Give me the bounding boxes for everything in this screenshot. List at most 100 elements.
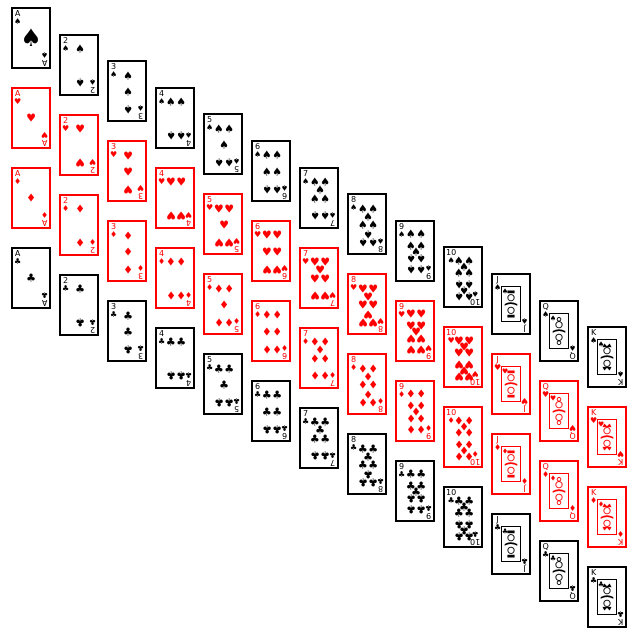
card-rank-label: A xyxy=(14,89,21,98)
card-2-of-diamonds[interactable]: 2♦2♦♦♦ xyxy=(59,193,99,256)
card-3-of-spades[interactable]: 3♠3♠♠♠♠ xyxy=(107,60,147,123)
spades-suit-icon: ♠ xyxy=(616,369,624,379)
spades-pip-icon: ♠ xyxy=(464,254,475,268)
card-j-of-hearts[interactable]: J♥J♥♥ xyxy=(491,353,531,415)
hearts-pip-icon: ♥ xyxy=(224,202,235,216)
card-j-of-spades[interactable]: J♠J♠♠ xyxy=(491,273,531,335)
card-corner-index: 3♥ xyxy=(137,183,144,200)
clubs-suit-icon: ♣ xyxy=(40,290,48,299)
diamonds-pip-icon: ♦ xyxy=(75,235,85,249)
card-q-of-hearts[interactable]: Q♥Q♥♥ xyxy=(539,379,579,442)
clubs-suit-icon: ♣ xyxy=(302,416,310,426)
diamonds-pip-icon: ♦ xyxy=(320,335,331,349)
card-6-of-spades[interactable]: 6♠6♠♠♠♠♠♠♠ xyxy=(251,140,291,202)
card-5-of-diamonds[interactable]: 5♦5♦♦♦♦♦♦ xyxy=(203,273,243,336)
card-8-of-clubs[interactable]: 8♣8♣♣♣♣♣♣♣♣♣ xyxy=(347,433,387,496)
diamonds-pip-icon: ♦ xyxy=(363,370,373,384)
card-3-of-clubs[interactable]: 3♣3♣♣♣♣ xyxy=(107,300,147,363)
diamonds-suit-icon: ♦ xyxy=(520,476,528,485)
card-5-of-spades[interactable]: 5♠5♠♠♠♠♠♠ xyxy=(203,113,243,176)
card-6-of-clubs[interactable]: 6♣6♣♣♣♣♣♣♣ xyxy=(251,380,291,442)
card-corner-index: 4♦ xyxy=(158,249,166,266)
clubs-pip-icon: ♣ xyxy=(315,423,325,437)
card-corner-index: Q♥ xyxy=(542,381,549,399)
card-4-of-spades[interactable]: 4♠4♠♠♠♠♠ xyxy=(155,86,195,149)
card-4-of-diamonds[interactable]: 4♦4♦♦♦♦♦ xyxy=(155,246,195,309)
card-2-of-spades[interactable]: 2♠2♠♠♠ xyxy=(59,33,99,96)
card-7-of-diamonds[interactable]: 7♦7♦♦♦♦♦♦♦♦ xyxy=(299,326,339,389)
diamonds-pip-icon: ♦ xyxy=(309,335,320,349)
hearts-pip-icon: ♥ xyxy=(416,342,427,356)
card-q-of-diamonds[interactable]: Q♦Q♦♦ xyxy=(539,459,579,522)
clubs-pip-icon: ♣ xyxy=(405,502,416,516)
card-rank-label: A xyxy=(41,298,48,307)
card-corner-index: 4♥ xyxy=(158,169,165,186)
card-2-of-clubs[interactable]: 2♣2♣♣♣ xyxy=(59,273,99,336)
card-9-of-clubs[interactable]: 9♣9♣♣♣♣♣♣♣♣♣♣ xyxy=(395,459,435,522)
card-corner-index: 6♠ xyxy=(254,143,261,159)
card-q-of-spades[interactable]: Q♠Q♠♠ xyxy=(539,299,579,362)
card-j-of-clubs[interactable]: J♣J♣♣ xyxy=(491,513,531,575)
spades-pip-icon: ♠ xyxy=(309,208,320,222)
card-rank-label: J xyxy=(496,515,499,524)
card-9-of-spades[interactable]: 9♠9♠♠♠♠♠♠♠♠♠♠ xyxy=(395,219,435,282)
card-rank-label: 9 xyxy=(399,221,405,231)
card-a-of-spades[interactable]: A♠A♠♠ xyxy=(11,7,51,69)
spades-pip-icon: ♠ xyxy=(219,138,229,152)
spades-suit-icon: ♠ xyxy=(447,256,455,266)
clubs-pip-icon: ♣ xyxy=(309,448,320,462)
card-8-of-diamonds[interactable]: 8♦8♦♦♦♦♦♦♦♦♦ xyxy=(347,353,387,416)
card-8-of-spades[interactable]: 8♠8♠♠♠♠♠♠♠♠♠ xyxy=(347,193,387,256)
hearts-pip-icon: ♥ xyxy=(272,262,283,276)
card-5-of-clubs[interactable]: 5♣5♣♣♣♣♣♣ xyxy=(203,353,243,416)
card-rank-label: 5 xyxy=(233,244,239,254)
card-a-of-clubs[interactable]: A♣A♣♣ xyxy=(11,247,51,309)
card-10-of-hearts[interactable]: 10♥10♥♥♥♥♥♥♥♥♥♥♥ xyxy=(443,326,483,389)
card-10-of-diamonds[interactable]: 10♦10♦♦♦♦♦♦♦♦♦♦♦ xyxy=(443,406,483,469)
card-rank-label: 9 xyxy=(399,381,405,391)
card-6-of-diamonds[interactable]: 6♦6♦♦♦♦♦♦♦ xyxy=(251,300,291,362)
diamonds-suit-icon: ♦ xyxy=(302,336,310,346)
card-k-of-clubs[interactable]: K♣K♣♣ xyxy=(587,566,627,629)
card-k-of-diamonds[interactable]: K♦K♦♦ xyxy=(587,486,627,549)
card-rank-label: 10 xyxy=(446,408,457,418)
card-7-of-hearts[interactable]: 7♥7♥♥♥♥♥♥♥♥ xyxy=(299,246,339,309)
card-q-of-clubs[interactable]: Q♣Q♣♣ xyxy=(539,539,579,602)
card-10-of-clubs[interactable]: 10♣10♣♣♣♣♣♣♣♣♣♣♣ xyxy=(443,486,483,549)
card-rank-label: 4 xyxy=(159,328,165,338)
card-7-of-spades[interactable]: 7♠7♠♠♠♠♠♠♠♠ xyxy=(299,166,339,229)
card-6-of-hearts[interactable]: 6♥6♥♥♥♥♥♥♥ xyxy=(251,220,291,282)
hearts-suit-icon: ♥ xyxy=(520,396,528,405)
clubs-suit-icon: ♣ xyxy=(568,582,576,592)
clubs-pip-icon: ♣ xyxy=(320,415,331,429)
diamonds-suit-icon: ♦ xyxy=(158,256,166,266)
diamonds-pip-icon: ♦ xyxy=(315,343,325,357)
card-rank-label: Q xyxy=(542,381,549,391)
card-rank-label: 6 xyxy=(281,191,287,200)
card-8-of-hearts[interactable]: 8♥8♥♥♥♥♥♥♥♥♥ xyxy=(347,273,387,336)
clubs-pip-icon: ♣ xyxy=(368,458,379,472)
face-card-portrait-icon xyxy=(501,286,521,322)
hearts-pip-icon: ♥ xyxy=(272,245,283,259)
card-a-of-diamonds[interactable]: A♦A♦♦ xyxy=(11,167,51,229)
card-corner-index: 2♠ xyxy=(62,36,69,53)
card-a-of-hearts[interactable]: A♥A♥♥ xyxy=(11,87,51,149)
card-k-of-spades[interactable]: K♠K♠♠ xyxy=(587,326,627,389)
card-k-of-hearts[interactable]: K♥K♥♥ xyxy=(587,406,627,469)
card-5-of-hearts[interactable]: 5♥5♥♥♥♥♥♥ xyxy=(203,193,243,256)
card-7-of-clubs[interactable]: 7♣7♣♣♣♣♣♣♣♣ xyxy=(299,406,339,469)
clubs-suit-icon: ♣ xyxy=(350,443,358,453)
card-9-of-diamonds[interactable]: 9♦9♦♦♦♦♦♦♦♦♦♦ xyxy=(395,379,435,442)
card-rank-label: 5 xyxy=(233,164,239,174)
card-rank-label: 6 xyxy=(255,222,261,231)
card-4-of-clubs[interactable]: 4♣4♣♣♣♣♣ xyxy=(155,326,195,389)
card-2-of-hearts[interactable]: 2♥2♥♥♥ xyxy=(59,113,99,176)
card-3-of-hearts[interactable]: 3♥3♥♥♥♥ xyxy=(107,140,147,203)
card-4-of-hearts[interactable]: 4♥4♥♥♥♥♥ xyxy=(155,166,195,229)
card-j-of-diamonds[interactable]: J♦J♦♦ xyxy=(491,433,531,495)
card-3-of-diamonds[interactable]: 3♦3♦♦♦♦ xyxy=(107,220,147,283)
card-9-of-hearts[interactable]: 9♥9♥♥♥♥♥♥♥♥♥♥ xyxy=(395,299,435,362)
card-10-of-spades[interactable]: 10♠10♠♠♠♠♠♠♠♠♠♠♠ xyxy=(443,246,483,309)
card-rank-label: 2 xyxy=(63,115,69,125)
clubs-pip-icon: ♣ xyxy=(123,325,133,339)
